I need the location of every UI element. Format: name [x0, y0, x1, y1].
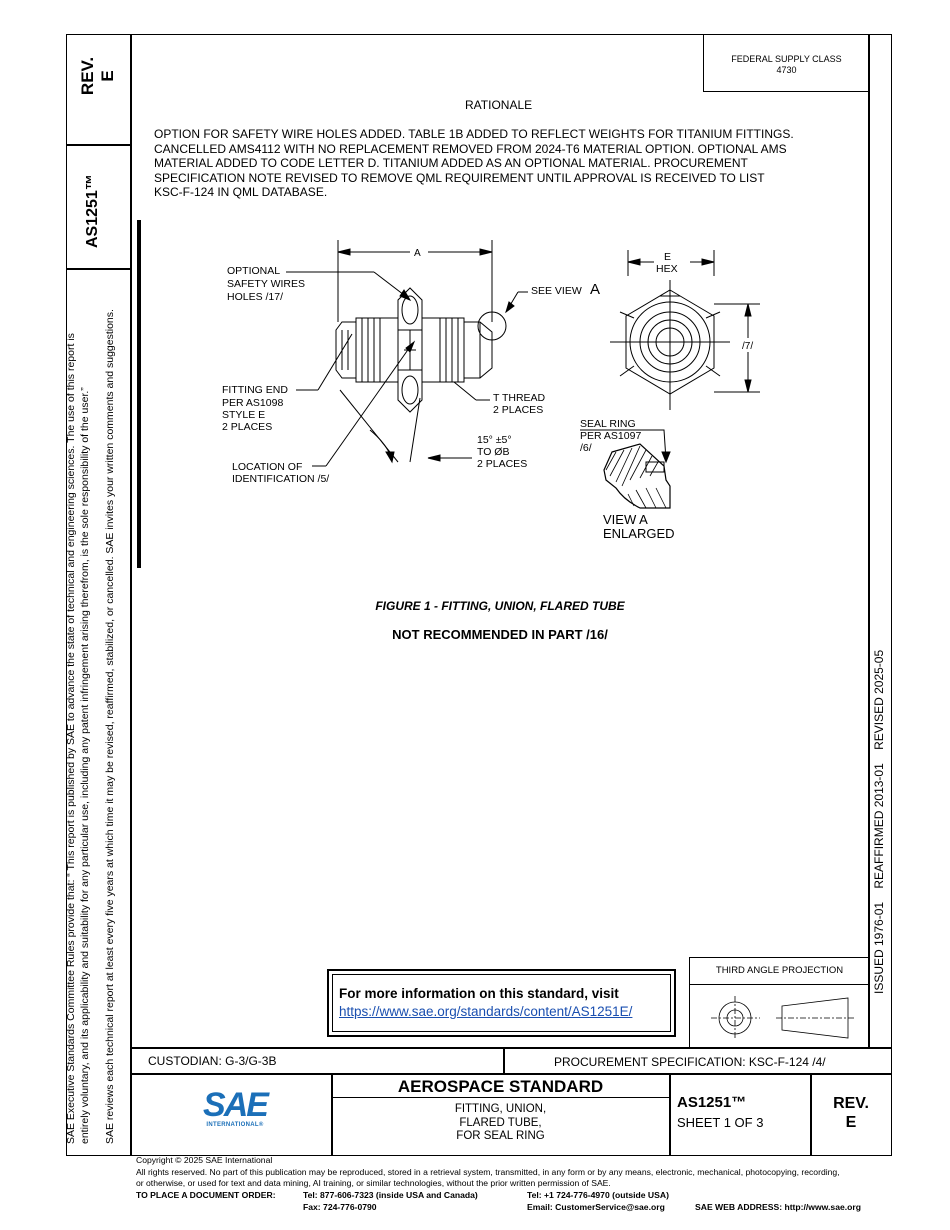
left-doc-number: AS1251™ — [84, 174, 101, 248]
left-tb-edge — [130, 1047, 132, 1156]
rationale-body: OPTION FOR SAFETY WIRE HOLES ADDED. TABL… — [154, 127, 794, 199]
hex-label: HEX — [656, 263, 678, 275]
standard-link[interactable]: https://www.sae.org/standards/content/AS… — [339, 1004, 633, 1019]
seal-label-3: /6/ — [580, 442, 592, 454]
see-view-label: SEE VIEW — [531, 285, 582, 297]
sheet-number: SHEET 1 OF 3 — [677, 1115, 764, 1130]
custodian-label: CUSTODIAN: G-3/G-3B — [148, 1054, 277, 1068]
info-box: For more information on this standard, v… — [327, 969, 676, 1037]
sae-logo-mark: SAE — [203, 1086, 269, 1124]
titleblock-top — [130, 1047, 892, 1049]
fitting-drawing: A OPTIONAL SAFETY WIRES HOLES /17/ SEE V… — [222, 240, 760, 541]
sae-logo: SAE INTERNATIONAL® — [200, 1088, 270, 1128]
tel-us: Tel: 877-606-7323 (inside USA and Canada… — [303, 1189, 478, 1200]
docnum-box-divider — [66, 268, 131, 270]
tel-intl: Tel: +1 724-776-4970 (outside USA) — [527, 1189, 669, 1200]
aerospace-standard-title: AEROSPACE STANDARD — [397, 1077, 604, 1096]
angle-label-3: 2 PLACES — [477, 458, 527, 470]
angle-label-2: TO ØB — [477, 446, 509, 458]
optional-label-2: SAFETY WIRES — [227, 278, 305, 290]
seal-label-1: SEAL RING — [580, 418, 636, 430]
issued-dates: ISSUED 1976-01 REAFFIRMED 2013-01 REVISE… — [872, 649, 886, 994]
page-frame — [66, 34, 892, 1156]
angle-label-1: 15° ±5° — [477, 434, 512, 446]
projection-symbol-icon — [711, 996, 854, 1040]
dim-a-label: A — [414, 248, 421, 259]
side-note-2: entirely voluntary, and its applicabilit… — [79, 387, 91, 1144]
see-view-letter: A — [590, 281, 600, 298]
rights-line2: or otherwise, or used for text and data … — [136, 1178, 611, 1188]
custodian-divider — [503, 1047, 505, 1074]
sae-logo-sub: INTERNATIONAL® — [206, 1122, 264, 1128]
loc-label-2: IDENTIFICATION /5/ — [232, 473, 329, 485]
left-column-divider — [130, 34, 132, 1047]
figure-caption: FIGURE 1 - FITTING, UNION, FLARED TUBE — [375, 599, 625, 613]
loc-label-1: LOCATION OF — [232, 461, 302, 473]
right-column-divider — [868, 34, 870, 1047]
fsc-line2: 4730 — [776, 65, 797, 75]
projection-label: THIRD ANGLE PROJECTION — [690, 958, 869, 985]
thread-label-1: T THREAD — [493, 392, 546, 404]
optional-label-1: OPTIONAL — [227, 265, 280, 277]
email[interactable]: Email: CustomerService@sae.org — [527, 1201, 665, 1212]
view-label-2: ENLARGED — [603, 526, 675, 541]
dim7-label: /7/ — [742, 341, 753, 352]
tb-rev: REV. E — [833, 1095, 869, 1131]
projection-box: THIRD ANGLE PROJECTION — [689, 957, 869, 1047]
fitting-label-2: PER AS1098 — [222, 397, 283, 409]
view-label-1: VIEW A — [603, 512, 648, 527]
side-note-1: SAE Executive Standards Committee Rules … — [65, 333, 77, 1144]
rights-line1: All rights reserved. No part of this pub… — [136, 1166, 840, 1177]
docnum-divider — [810, 1073, 812, 1156]
title-subtitle: FITTING, UNION, FLARED TUBE, FOR SEAL RI… — [454, 1103, 547, 1142]
left-rev-label: REV. E — [78, 56, 117, 96]
fitting-label-4: 2 PLACES — [222, 421, 272, 433]
info-title: For more information on this standard, v… — [339, 986, 619, 1001]
footer: Copyright © 2025 SAE International All r… — [136, 1155, 926, 1214]
tb-doc-number: AS1251™ — [677, 1094, 747, 1111]
fitting-label-3: STYLE E — [222, 409, 265, 421]
logo-divider — [331, 1073, 333, 1156]
procurement-label: PROCUREMENT SPECIFICATION: KSC-F-124 /4/ — [554, 1055, 826, 1069]
title-divider — [669, 1073, 671, 1156]
optional-label-3: HOLES /17/ — [227, 291, 283, 303]
not-recommended-note: NOT RECOMMENDED IN PART /16/ — [392, 627, 608, 642]
title-underline — [332, 1097, 669, 1098]
thread-label-2: 2 PLACES — [493, 404, 543, 416]
titleblock-row — [130, 1073, 892, 1075]
fsc-box: FEDERAL SUPPLY CLASS 4730 — [703, 34, 869, 92]
order-label: TO PLACE A DOCUMENT ORDER: — [136, 1189, 276, 1200]
fitting-label-1: FITTING END — [222, 384, 288, 396]
side-note-3: SAE reviews each technical report at lea… — [104, 309, 116, 1144]
fsc-line1: FEDERAL SUPPLY CLASS — [731, 54, 842, 64]
rev-box-divider — [66, 144, 131, 146]
change-bar — [137, 220, 141, 568]
seal-label-2: PER AS1097 — [580, 430, 641, 442]
web-address[interactable]: SAE WEB ADDRESS: http://www.sae.org — [695, 1201, 861, 1212]
fax: Fax: 724-776-0790 — [303, 1201, 377, 1212]
rationale-title: RATIONALE — [465, 98, 533, 112]
e-label: E — [664, 251, 671, 263]
copyright: Copyright © 2025 SAE International — [136, 1155, 273, 1165]
